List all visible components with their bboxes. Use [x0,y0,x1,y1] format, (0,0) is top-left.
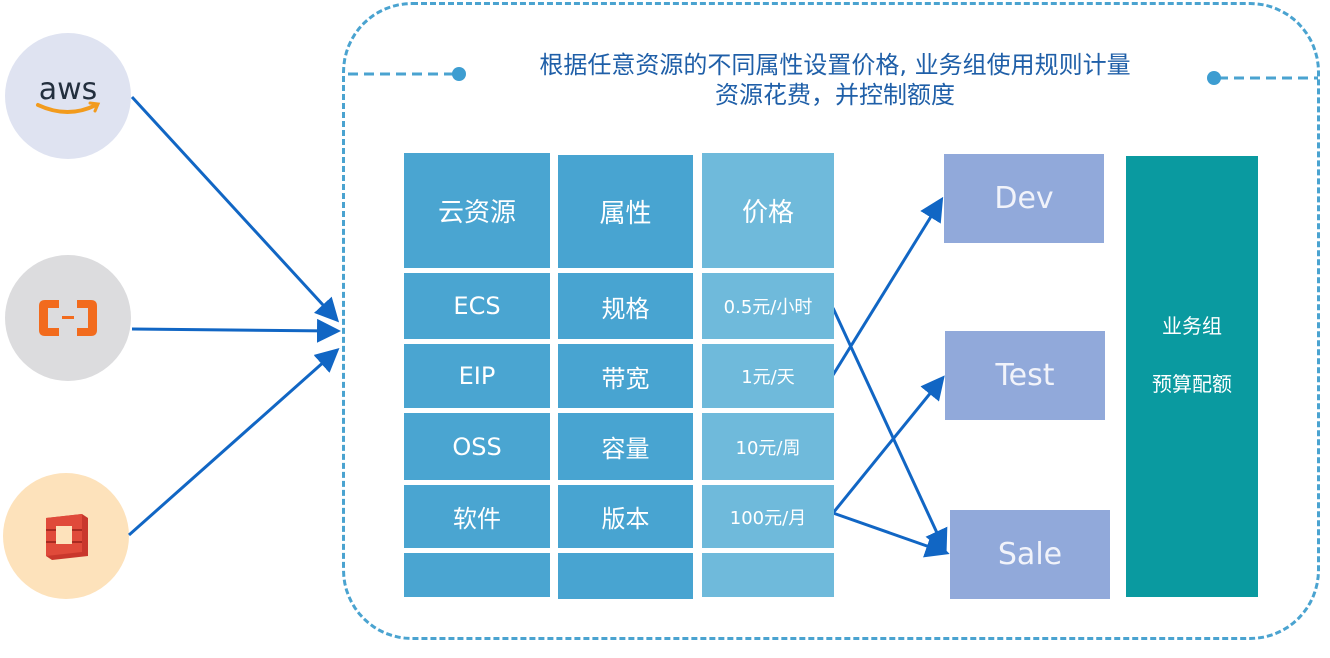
cell-resource: EIP [404,344,550,408]
page-title: 根据任意资源的不同属性设置价格, 业务组使用规则计量 资源花费，并控制额度 [470,50,1200,110]
cell-price: 100元/月 [702,485,834,548]
pricing-frame [342,2,1320,640]
cell-price [702,553,834,597]
cell-attribute [558,553,693,599]
aliyun-provider [5,255,131,381]
cell-attribute: 带宽 [558,344,693,408]
cell-price: 1元/天 [702,344,834,408]
budget-line-1: 业务组 [1162,313,1222,338]
aws-provider: aws [5,33,131,159]
heading-line-2: 资源花费，并控制额度 [715,81,955,109]
cell-attribute: 规格 [558,273,693,339]
budget-quota-box: 业务组 预算配额 [1126,156,1258,597]
openstack-logo-icon [46,514,88,560]
svg-text:aws: aws [39,72,98,107]
group-sale: Sale [950,510,1110,599]
header-attribute: 属性 [558,155,693,268]
cell-price: 0.5元/小时 [702,273,834,339]
budget-line-2: 预算配额 [1152,371,1232,396]
cell-attribute: 版本 [558,485,693,548]
cell-price: 10元/周 [702,413,834,480]
cell-resource: 软件 [404,485,550,548]
header-price: 价格 [702,153,834,268]
header-cloud-resource: 云资源 [404,153,550,268]
aws-logo-icon: aws [36,72,101,114]
group-dev: Dev [944,154,1104,243]
cell-resource: ECS [404,273,550,339]
cell-resource: OSS [404,413,550,480]
openstack-provider [3,473,129,599]
heading-line-1: 根据任意资源的不同属性设置价格, 业务组使用规则计量 [539,51,1131,79]
cell-attribute: 容量 [558,413,693,480]
cell-resource [404,553,550,597]
aliyun-logo-icon [39,300,97,336]
group-test: Test [945,331,1105,420]
